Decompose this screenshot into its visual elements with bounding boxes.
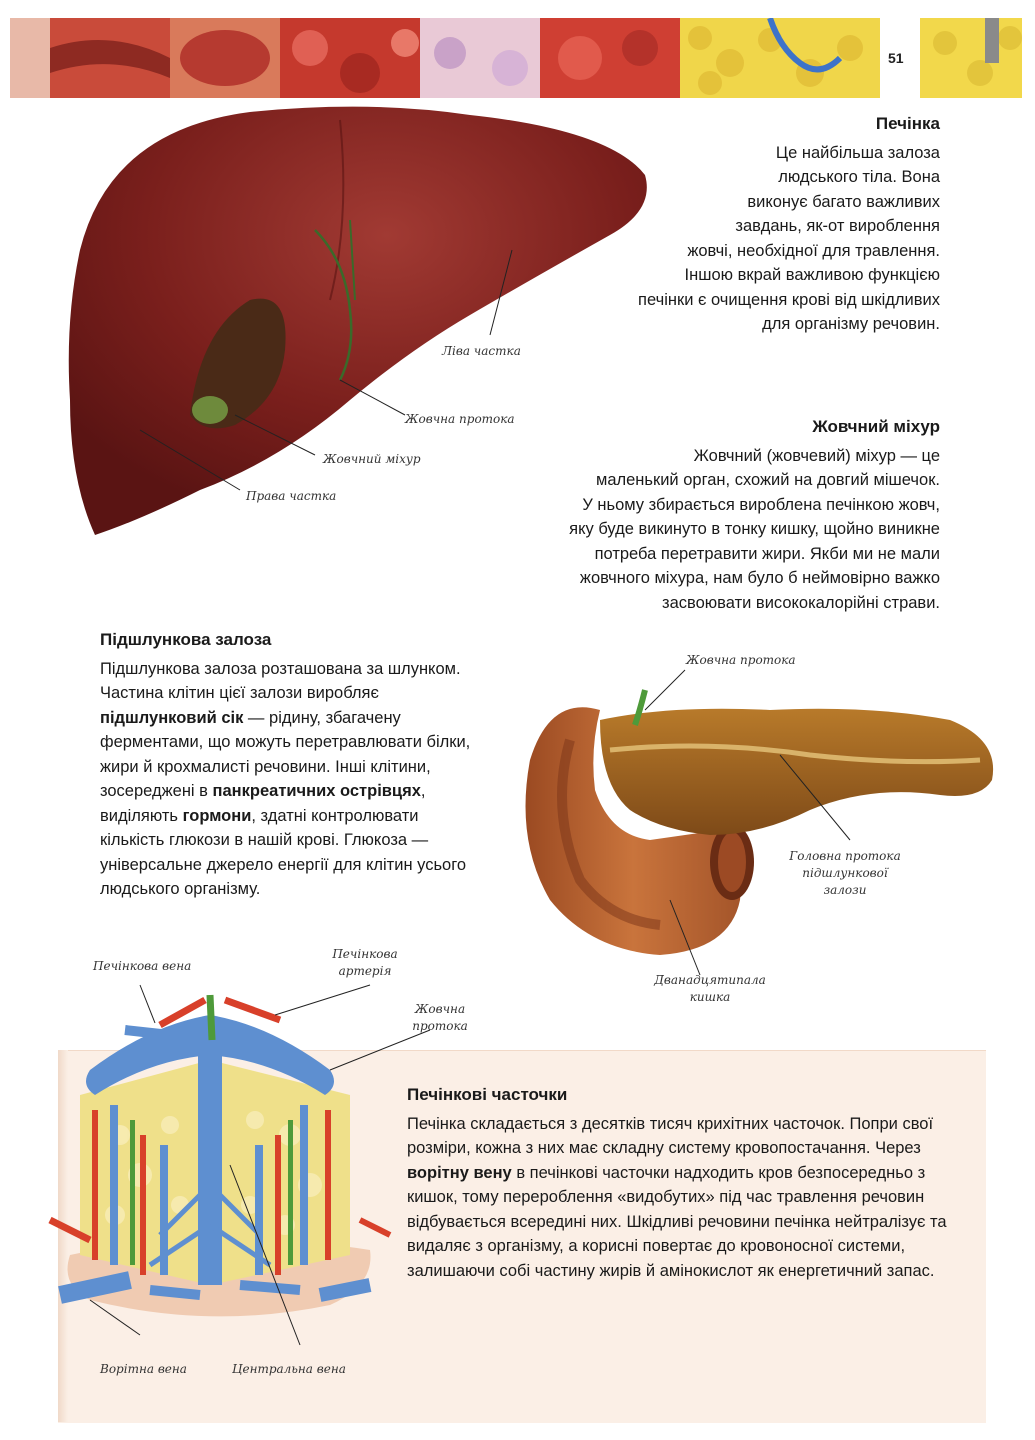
gallbladder-section: Жовчний міхур Жовчний (жовчевий) міхур —… <box>460 415 940 615</box>
liver-illustration <box>68 106 647 536</box>
lobules-section: Печінкові часточки Печінка складається з… <box>407 1083 952 1283</box>
bold-term: гормони <box>182 806 252 825</box>
text-run: — рідину, збагачену ферментами, що можут… <box>100 708 471 801</box>
pancreas-section: Підшлункова залоза Підшлункова залоза ро… <box>100 628 482 902</box>
bold-term: підшлунковий сік <box>100 708 244 727</box>
liver-section: Печінка Це найбільша залоза людського ті… <box>540 112 940 337</box>
label-central-vein: Центральна вена <box>232 1362 346 1376</box>
page-number: 51 <box>888 50 904 66</box>
pancreas-title: Підшлункова залоза <box>100 630 272 649</box>
header-banner <box>10 18 1022 98</box>
label-right-lobe: Права частка <box>246 489 337 503</box>
text-run: , виділяють <box>100 782 426 825</box>
pancreas-illustration <box>525 669 994 976</box>
label-gallbladder: Жовчний міхур <box>323 452 421 466</box>
lobules-panel-edge <box>58 1050 68 1422</box>
text-run: Підшлункова залоза розташована за шлунко… <box>100 659 461 703</box>
label-main-pancreatic-duct: Головна протока підшлункової залози <box>789 849 901 897</box>
label-bile-duct-lobule: Жовчна протока <box>412 1002 468 1033</box>
label-hepatic-artery: Печінкова артерія <box>332 947 398 978</box>
text-run: , здатні контролювати кількість глюкози … <box>100 806 467 899</box>
text-run: Печінка складається з десятків тисяч кри… <box>407 1114 934 1158</box>
label-bile-duct-pancreas: Жовчна протока <box>686 653 796 667</box>
label-hepatic-vein: Печінкова вена <box>93 959 192 973</box>
label-bile-duct-liver: Жовчна протока <box>405 412 515 426</box>
liver-body: Це найбільша залоза людського тіла. Вона… <box>638 143 940 334</box>
label-portal-vein: Ворітна вена <box>100 1362 187 1376</box>
lobules-body: Печінка складається з десятків тисяч кри… <box>407 1112 952 1284</box>
bold-term: панкреатичних острівцях <box>212 782 421 800</box>
text-run: в печінкові часточки надходить кров безп… <box>407 1163 947 1280</box>
pancreas-body: Підшлункова залоза розташована за шлунко… <box>100 657 482 902</box>
label-duodenum: Дванадцятипала кишка <box>654 973 766 1004</box>
lobules-title: Печінкові часточки <box>407 1085 568 1104</box>
label-left-lobe: Ліва частка <box>442 344 521 358</box>
gallbladder-title: Жовчний міхур <box>812 417 940 436</box>
gallbladder-body: Жовчний (жовчевий) міхур — це маленький … <box>569 446 940 612</box>
bold-term: ворітну вену <box>407 1163 512 1182</box>
liver-title: Печінка <box>875 114 940 133</box>
lobule-illustration <box>48 984 431 1346</box>
